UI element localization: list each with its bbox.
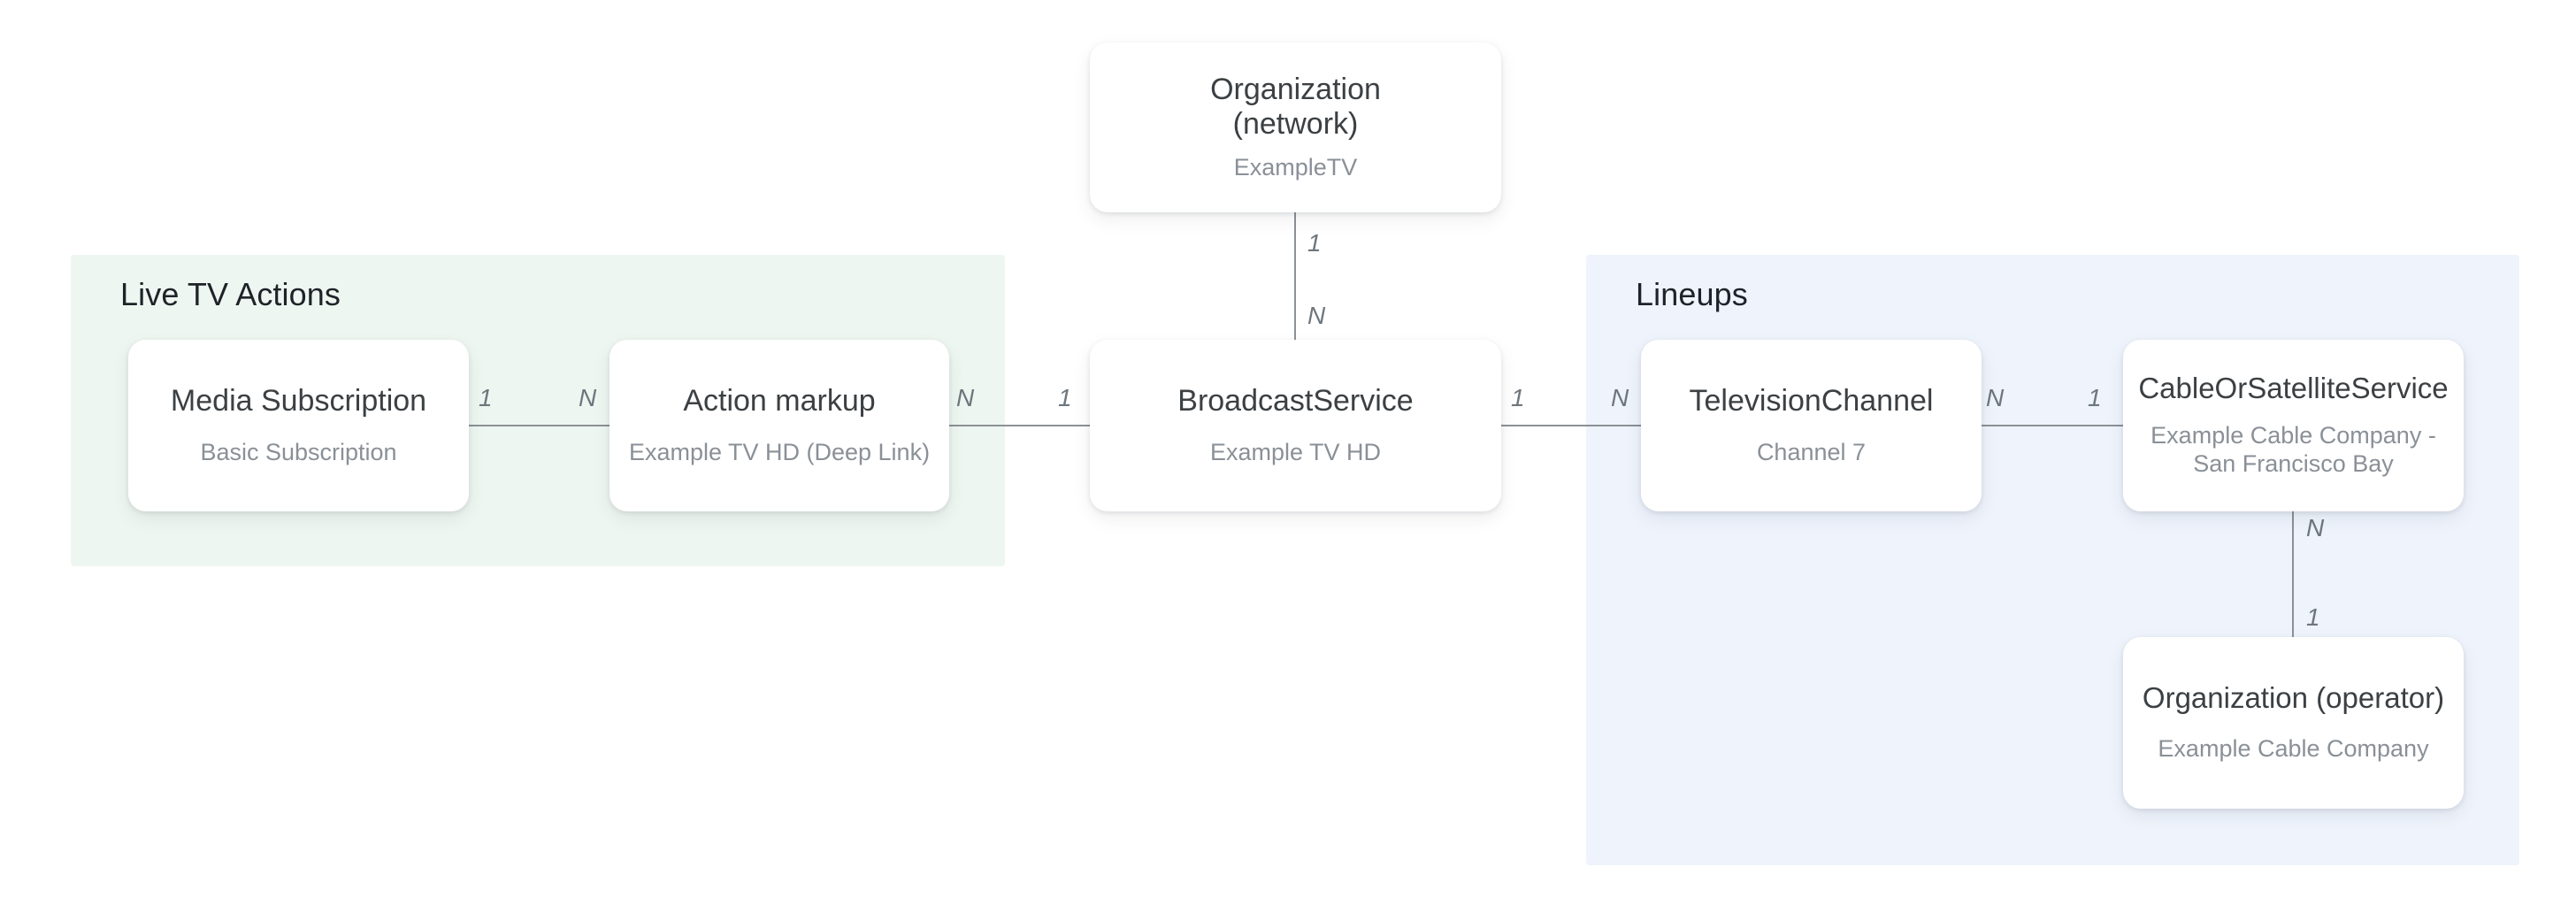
edge-label-org-network-to-broadcast-from: 1 — [1307, 229, 1322, 257]
node-action-markup[interactable]: Action markup Example TV HD (Deep Link) — [610, 340, 949, 511]
group-title-lineups: Lineups — [1636, 276, 1748, 312]
node-broadcast-service-subtitle: Example TV HD — [1209, 438, 1382, 465]
edge-label-tv-channel-to-cable-service-from: N — [1986, 384, 2005, 411]
edge-tv-channel-to-cable-service — [1974, 425, 2132, 426]
node-organization-operator[interactable]: Organization (operator) Example Cable Co… — [2123, 637, 2464, 809]
node-organization-network-title: Organization (network) — [1210, 73, 1381, 140]
node-media-subscription[interactable]: Media Subscription Basic Subscription — [128, 340, 469, 511]
edge-label-action-markup-to-broadcast-to: 1 — [1058, 384, 1072, 411]
node-television-channel-title: TelevisionChannel — [1689, 384, 1934, 418]
edge-broadcast-to-television-channel — [1495, 425, 1647, 426]
edge-label-tv-channel-to-cable-service-to: 1 — [2088, 384, 2102, 411]
node-organization-operator-title: Organization (operator) — [2142, 681, 2445, 715]
node-television-channel[interactable]: TelevisionChannel Channel 7 — [1641, 340, 1982, 511]
edge-org-network-to-broadcast — [1294, 211, 1296, 340]
group-title-live-tv-actions: Live TV Actions — [120, 276, 341, 312]
node-media-subscription-title: Media Subscription — [170, 384, 427, 418]
node-cable-or-satellite-service-title: CableOrSatelliteService — [2138, 371, 2449, 404]
node-organization-network-title-line1: Organization — [1210, 73, 1381, 107]
node-organization-network-title-line2: (network) — [1232, 106, 1359, 141]
node-action-markup-title: Action markup — [683, 384, 876, 418]
edge-label-cable-service-to-org-operator-from: N — [2306, 514, 2325, 541]
edge-label-cable-service-to-org-operator-to: 1 — [2306, 603, 2320, 631]
node-organization-network-subtitle: ExampleTV — [1233, 153, 1358, 180]
node-television-channel-subtitle: Channel 7 — [1756, 438, 1867, 465]
node-cable-or-satellite-service-subtitle: Example Cable Company - San Francisco Ba… — [2150, 421, 2436, 478]
node-broadcast-service-title: BroadcastService — [1177, 384, 1414, 418]
edge-label-media-sub-to-action-markup-to: N — [579, 384, 597, 411]
node-cable-or-satellite-service[interactable]: CableOrSatelliteService Example Cable Co… — [2123, 340, 2464, 511]
edge-action-markup-to-broadcast — [938, 425, 1097, 426]
node-broadcast-service[interactable]: BroadcastService Example TV HD — [1090, 340, 1501, 511]
node-media-subscription-subtitle: Basic Subscription — [200, 438, 397, 465]
node-organization-operator-subtitle: Example Cable Company — [2158, 735, 2429, 762]
edge-label-action-markup-to-broadcast-from: N — [956, 384, 975, 411]
edge-cable-service-to-org-operator — [2292, 509, 2294, 640]
edge-label-media-sub-to-action-markup-from: 1 — [479, 384, 493, 411]
edge-media-sub-to-action-markup — [464, 425, 617, 426]
edge-label-broadcast-to-television-channel-to: N — [1611, 384, 1629, 411]
edge-label-org-network-to-broadcast-to: N — [1307, 302, 1326, 329]
node-organization-network[interactable]: Organization (network) ExampleTV — [1090, 42, 1501, 212]
node-action-markup-subtitle: Example TV HD (Deep Link) — [628, 438, 931, 465]
edge-label-broadcast-to-television-channel-from: 1 — [1511, 384, 1525, 411]
